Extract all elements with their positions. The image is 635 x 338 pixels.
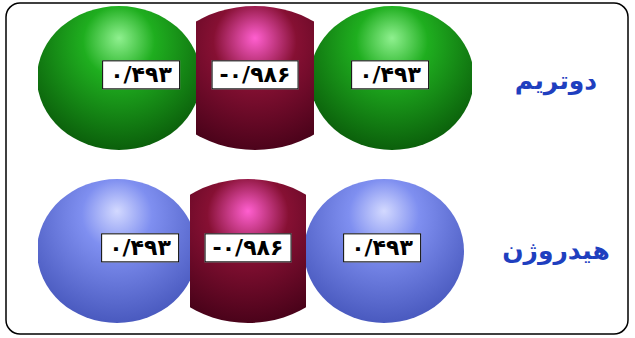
molecule-name: دوتریم bbox=[515, 66, 597, 95]
deuterium-atom: ۰/۴۹۳ bbox=[314, 5, 472, 151]
charge-value: ۰/۴۹۳ bbox=[101, 233, 179, 262]
charge-value: ۰/۴۹۳ bbox=[343, 233, 421, 262]
sphere-body bbox=[38, 6, 196, 150]
sphere-body bbox=[196, 6, 314, 150]
hydrogen-atom: ۰/۴۹۳ bbox=[38, 178, 190, 324]
charge-value: -۰/۹۸۶ bbox=[212, 60, 299, 89]
charge-value: -۰/۹۸۶ bbox=[205, 233, 292, 262]
sphere-body bbox=[314, 6, 472, 150]
sphere-body bbox=[190, 179, 306, 323]
charge-value: ۰/۴۹۳ bbox=[351, 60, 429, 89]
molecule-name: هیدروژن bbox=[502, 236, 610, 265]
oxygen-atom: -۰/۹۸۶ bbox=[190, 178, 306, 324]
oxygen-atom: -۰/۹۸۶ bbox=[196, 5, 314, 151]
frame-border bbox=[6, 3, 628, 334]
hydrogen-atom: ۰/۴۹۳ bbox=[306, 178, 464, 324]
charge-value: ۰/۴۹۳ bbox=[102, 60, 180, 89]
sphere-body bbox=[306, 179, 464, 323]
sphere-body bbox=[38, 179, 190, 323]
deuterium-atom: ۰/۴۹۳ bbox=[38, 5, 196, 151]
